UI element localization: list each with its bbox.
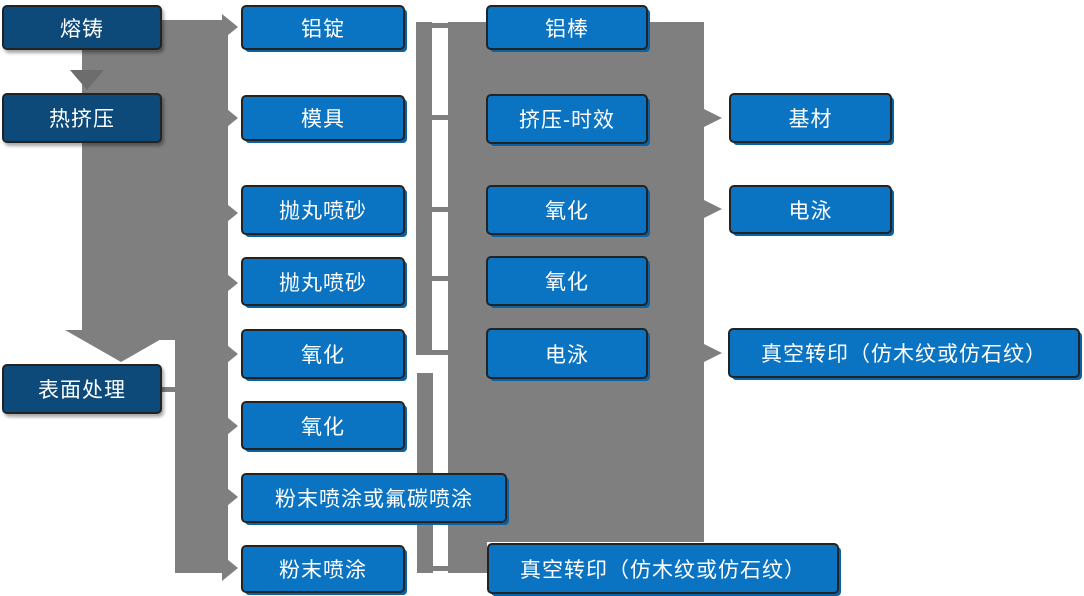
node-electrophoresis-mid: 电泳 — [486, 328, 648, 379]
arrow-to-powder-fluorocarbon-icon — [222, 484, 238, 510]
node-vacuum-transfer-bottom: 真空转印（仿木纹或仿石纹） — [487, 543, 839, 594]
node-label: 熔铸 — [60, 17, 104, 41]
node-label: 抛丸喷砂 — [279, 200, 367, 223]
arrow-to-vacuum-transfer-out-icon — [704, 344, 722, 362]
node-oxidation-mid-2: 氧化 — [486, 256, 648, 306]
arrow-to-base-material-icon — [704, 109, 722, 127]
node-label: 热挤压 — [49, 108, 115, 131]
node-label: 氧化 — [545, 271, 589, 294]
node-powder-coating: 粉末喷涂 — [241, 545, 405, 593]
node-label: 氧化 — [301, 344, 345, 367]
connector-trunk-left-upper — [140, 20, 228, 340]
node-label: 电泳 — [788, 199, 833, 223]
node-label: 模具 — [301, 108, 345, 131]
node-label: 真空转印（仿木纹或仿石纹） — [761, 343, 1047, 366]
connector-mid-bar-upper — [416, 22, 432, 355]
node-aluminum-rod: 铝棒 — [486, 5, 648, 50]
arrow-down-to-hot-extrusion-icon — [70, 70, 104, 90]
node-powder-or-fluorocarbon-coating: 粉末喷涂或氟碳喷涂 — [241, 473, 507, 523]
node-label: 氧化 — [301, 415, 345, 439]
connector-mid-stub-6 — [432, 566, 448, 571]
arrow-to-electrophoresis-out-icon — [704, 200, 722, 218]
arrow-to-oxidation-2-icon — [222, 413, 238, 439]
node-vacuum-transfer-out: 真空转印（仿木纹或仿石纹） — [728, 328, 1080, 378]
connector-main-panel-foot — [448, 542, 487, 573]
node-aluminum-ingot: 铝锭 — [241, 5, 405, 50]
node-shot-blasting-2: 抛丸喷砂 — [241, 257, 405, 306]
connector-mid-stub-2 — [432, 115, 448, 120]
node-oxidation-1: 氧化 — [241, 329, 405, 379]
node-label: 铝锭 — [301, 17, 345, 41]
connector-mid-stub-1 — [432, 23, 448, 28]
node-label: 挤压-时效 — [519, 109, 615, 132]
node-extrusion-aging: 挤压-时效 — [486, 94, 648, 144]
node-shot-blasting-1: 抛丸喷砂 — [241, 185, 405, 235]
node-surface-treatment: 表面处理 — [2, 364, 162, 414]
connector-trunk-left-lower — [175, 340, 228, 573]
arrow-to-powder-coating-icon — [222, 555, 238, 581]
connector-mid-stub-4 — [432, 276, 448, 281]
node-label: 真空转印（仿木纹或仿石纹） — [520, 558, 806, 582]
node-label: 抛丸喷砂 — [279, 271, 367, 295]
node-oxidation-mid-1: 氧化 — [486, 185, 648, 235]
connector-mid-stub-5 — [432, 350, 448, 355]
connector-surface-treatment-stub — [162, 387, 178, 392]
node-label: 粉末喷涂 — [279, 559, 367, 582]
node-label: 表面处理 — [38, 379, 126, 402]
node-label: 铝棒 — [545, 17, 589, 41]
node-base-material: 基材 — [729, 93, 892, 143]
node-label: 氧化 — [545, 200, 589, 223]
node-oxidation-2: 氧化 — [241, 401, 405, 450]
node-mold: 模具 — [241, 95, 405, 141]
node-melting-casting: 熔铸 — [2, 5, 162, 50]
node-label: 电泳 — [545, 343, 589, 367]
arrow-to-aluminum-ingot-icon — [222, 14, 238, 40]
connector-mid-stub-3 — [432, 207, 448, 212]
node-electrophoresis-out: 电泳 — [729, 185, 892, 234]
arrow-to-mold-icon — [222, 105, 238, 131]
node-hot-extrusion: 热挤压 — [2, 93, 162, 143]
arrow-down-to-surface-treatment-icon — [65, 330, 177, 362]
node-label: 基材 — [788, 108, 833, 131]
arrow-to-oxidation-1-icon — [222, 341, 238, 367]
arrow-to-shot-blasting-2-icon — [222, 270, 238, 296]
arrow-to-shot-blasting-1-icon — [222, 200, 238, 226]
node-label: 粉末喷涂或氟碳喷涂 — [275, 488, 473, 511]
